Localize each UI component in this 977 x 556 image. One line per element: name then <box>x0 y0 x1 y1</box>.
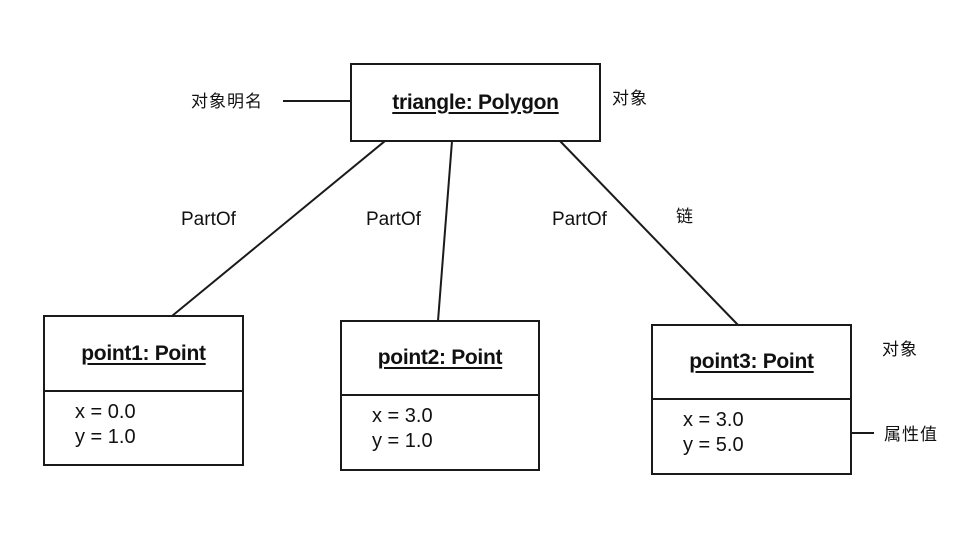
link-line-point2 <box>437 140 453 322</box>
link-label-partof-1: PartOf <box>181 209 236 230</box>
link-line-point1 <box>171 140 386 317</box>
object-point1-name: point1: Point <box>81 341 206 365</box>
attribute-x: x = 3.0 <box>683 409 744 431</box>
link-label-partof-3: PartOf <box>552 209 607 230</box>
object-point1: point1: Point x = 0.0 y = 1.0 <box>43 315 244 466</box>
attribute-x: x = 3.0 <box>372 405 433 427</box>
object-point2: point2: Point x = 3.0 y = 1.0 <box>340 320 540 471</box>
object-point2-name: point2: Point <box>377 346 503 369</box>
object-point3-attributes: x = 3.0 y = 5.0 <box>653 398 850 458</box>
annotation-object-naming: 对象明名 <box>191 92 263 112</box>
attribute-y: y = 1.0 <box>75 426 136 448</box>
link-label-partof-2: PartOf <box>366 209 421 230</box>
attribute-y: y = 1.0 <box>372 430 433 452</box>
attribute-y: y = 5.0 <box>683 434 744 456</box>
attribute-x: x = 0.0 <box>75 401 136 423</box>
annotation-attribute-value: 属性值 <box>884 425 938 445</box>
object-point1-attributes: x = 0.0 y = 1.0 <box>45 390 242 450</box>
annotation-object-top: 对象 <box>612 89 648 109</box>
object-point3: point3: Point x = 3.0 y = 5.0 <box>651 324 852 475</box>
annotation-link: 链 <box>676 207 694 227</box>
object-point2-attributes: x = 3.0 y = 1.0 <box>342 394 538 454</box>
object-triangle: triangle: Polygon <box>350 63 601 142</box>
object-triangle-name: triangle: Polygon <box>392 90 559 114</box>
link-line-point3 <box>559 140 739 326</box>
object-point3-name: point3: Point <box>689 350 814 373</box>
annotation-object-right: 对象 <box>882 340 918 360</box>
